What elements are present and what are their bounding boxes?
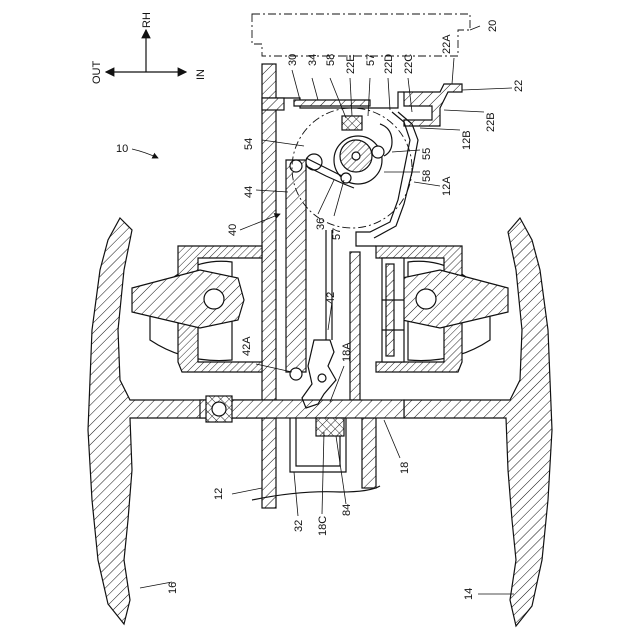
leader-34 [312,78,318,100]
rh-label: RH [141,12,153,28]
label-34: 34 [307,54,319,66]
label-42: 42 [325,292,337,304]
lever-44-top-pivot [290,160,302,172]
label-58-right: 58 [421,170,433,182]
label-44: 44 [243,186,255,198]
assembly-reference: 10 [116,143,158,158]
base-wall-right-lower [362,418,376,488]
leader-84 [336,436,346,504]
leader-12 [232,488,262,494]
label-54: 54 [243,138,255,150]
leader-10 [132,149,158,158]
link-42 [302,340,336,408]
label-22B: 22B [485,112,497,132]
label-58-top: 58 [325,54,337,66]
lower-block-84 [316,418,344,436]
label-32: 32 [293,520,305,532]
link-42-pin [318,374,326,382]
label-22: 22 [513,80,525,92]
rotor-pin-upper [372,146,384,158]
bracket-22 [404,84,462,126]
guide-12A-outer [374,112,418,238]
stop-block-58 [342,116,362,130]
label-22D: 22D [383,54,395,74]
label-18A: 18A [341,342,353,362]
label-10: 10 [116,143,128,155]
label-30: 30 [287,54,299,66]
label-22E: 22E [345,54,357,74]
rotor-axis [352,152,360,160]
label-84: 84 [341,504,353,516]
leader-18 [384,420,400,458]
bushing-left-insert [132,270,244,328]
label-22A: 22A [441,34,453,54]
leader-12B [420,128,460,130]
label-57-top: 57 [365,54,377,66]
bushing-right-pin [416,289,436,309]
leader-22 [462,88,512,90]
label-36: 36 [315,218,327,230]
leader-32 [294,472,298,516]
base-wall-12-lower [262,418,276,508]
spring-core [386,264,394,356]
base-wall-12 [262,64,276,400]
label-14: 14 [463,588,475,600]
label-12B: 12B [461,130,473,150]
out-label: OUT [91,61,103,85]
cover-clip [262,98,284,110]
leader-22D [388,78,390,110]
leader-22A [452,58,454,84]
lever-44 [286,160,306,372]
leader-30 [292,70,300,100]
label-12A: 12A [441,176,453,196]
leader-57b [334,180,344,216]
leader-22E [350,78,352,116]
leader-58a [330,78,346,118]
rotor-pin-lower [341,173,351,183]
label-22C: 22C [403,54,415,74]
label-55: 55 [421,148,433,160]
label-16: 16 [167,582,179,594]
outline-20 [252,14,470,56]
label-12: 12 [213,488,225,500]
leader-18C [322,432,324,514]
leader-20 [470,26,480,30]
in-label: IN [195,69,207,80]
fastener-left-hole [212,402,226,416]
bushing-left-pin [204,289,224,309]
label-40: 40 [227,224,239,236]
bushing-right-insert [396,270,508,328]
label-57-lower: 57 [331,228,343,240]
leader-36 [318,180,334,214]
direction-indicator: RH OUT IN [91,12,207,84]
lever-44-bottom-pivot [290,368,302,380]
base-wall-12-right [350,252,360,400]
label-18C: 18C [317,516,329,536]
label-42A: 42A [241,336,253,356]
cover-30-strip [294,100,370,106]
leader-22B [444,110,484,112]
label-20: 20 [487,20,499,32]
label-18: 18 [399,462,411,474]
